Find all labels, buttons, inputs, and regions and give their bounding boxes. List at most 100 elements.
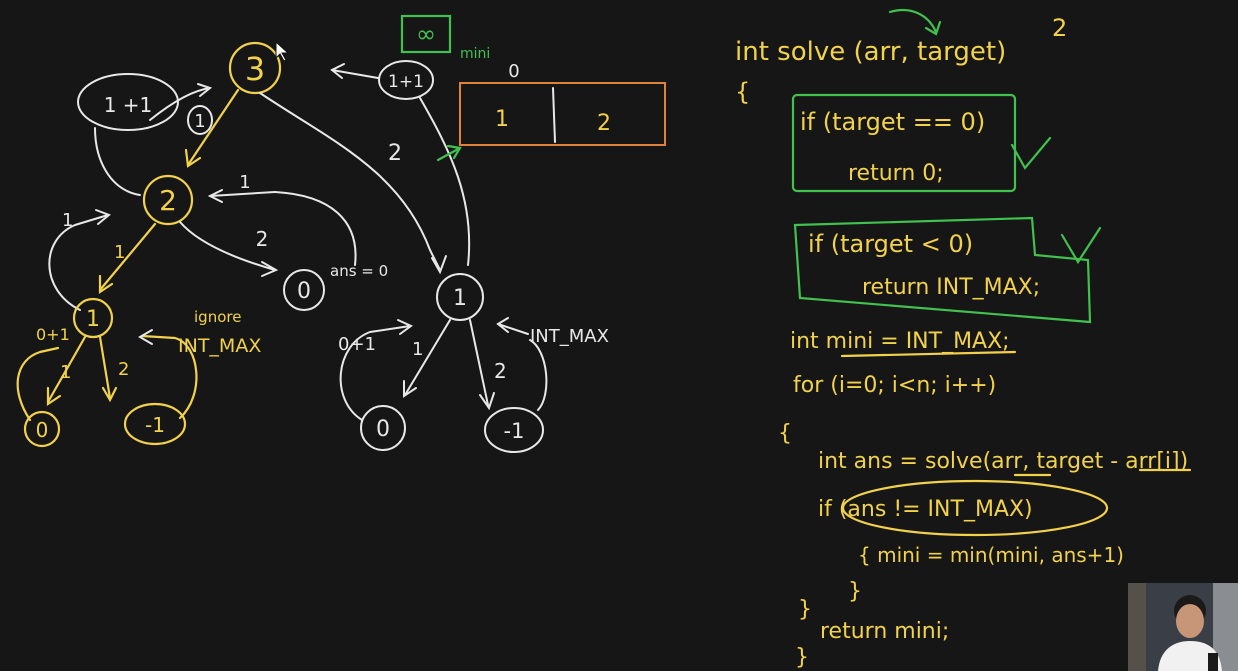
root-node-circle xyxy=(228,41,282,95)
node1-left-return-label: 1 xyxy=(62,210,73,231)
mini-underline xyxy=(840,350,1017,358)
top-right-arrow-to-root xyxy=(331,69,379,79)
base-case1-box xyxy=(791,93,1017,193)
code-line-if-ans: if (ans != INT_MAX) xyxy=(818,497,1033,522)
leafm1-left-circle xyxy=(123,402,187,446)
code-line-close-inner: } xyxy=(848,579,862,604)
leaf0-right-return-head xyxy=(397,319,413,335)
top-right-ellipse xyxy=(378,60,434,100)
node2-back-arrow-head xyxy=(207,189,223,203)
leafm1-right-circle xyxy=(484,407,544,453)
zero-mid-label: 0 xyxy=(297,279,311,304)
edge-node1l-leafm1 xyxy=(98,335,112,400)
loop-curve-to-node2 xyxy=(94,127,141,196)
top-right-curve-down xyxy=(419,97,471,266)
loop-label: 1 +1 xyxy=(104,93,153,117)
code-line-if-target-zero: if (target == 0) xyxy=(800,108,985,136)
edge-node1l-leafm1-label: 2 xyxy=(118,359,129,380)
presenter-webcam xyxy=(1128,583,1238,671)
edge-root-node1-right xyxy=(259,92,441,271)
edge-node1l-leaf0 xyxy=(46,335,87,404)
zero-above-box: 0 xyxy=(508,61,519,82)
int-max-note-right: INT_MAX xyxy=(530,326,609,347)
top-right-arrow-head xyxy=(330,63,345,79)
dp-box-divider xyxy=(552,87,556,143)
green-annotation-arrow-head xyxy=(924,20,942,36)
infinity-label: ∞ xyxy=(416,20,436,48)
node2-return-curve xyxy=(274,191,357,266)
check-mark-2 xyxy=(1060,226,1102,265)
leafm1-left-return xyxy=(140,334,198,420)
dp-pointer-arrow-head xyxy=(446,144,462,160)
dp-box xyxy=(459,82,666,146)
int-max-note-left: INT_MAX xyxy=(178,335,261,357)
base-case2-box xyxy=(793,216,1092,324)
mini-label: mini xyxy=(460,46,490,62)
node2-label: 2 xyxy=(159,184,177,217)
dp-cell-2: 2 xyxy=(597,111,611,136)
edge-node2-node1-left-head xyxy=(98,274,114,295)
edge-node2-zero-label: 2 xyxy=(256,227,269,251)
edge-node1r-leafm1 xyxy=(469,319,489,406)
dp-array: ∞ mini 0 1 2 xyxy=(400,14,666,162)
zero-plus-one-right: 0+1 xyxy=(338,334,376,355)
zero-mid-circle xyxy=(283,269,325,311)
dp-pointer-arrow xyxy=(436,146,462,162)
code-line-open-brace: { xyxy=(735,78,750,106)
edge-node1r-leaf0-label: 1 xyxy=(412,339,423,360)
zero-plus-one-left: 0+1 xyxy=(36,325,70,344)
leafm1-left-return-head xyxy=(138,329,153,345)
recursion-tree: 3 1 +1 1 2 2 1 2 0 ans = 0 1 xyxy=(16,40,609,453)
leaf0-right-return xyxy=(339,325,411,421)
dp-cell-1: 1 xyxy=(495,107,509,132)
edge-node1l-leaf0-label: 1 xyxy=(60,362,71,383)
code-line-if-target-neg: if (target < 0) xyxy=(808,230,973,258)
node1-right-circle xyxy=(436,273,484,321)
infinity-box xyxy=(400,14,452,54)
node2-circle xyxy=(142,174,194,226)
edge-root-right-label: 2 xyxy=(388,141,402,166)
leafm1-left-label: -1 xyxy=(145,413,165,437)
edge-node2-node1-left xyxy=(98,222,157,292)
node1-right-label: 1 xyxy=(453,286,467,311)
loop-arrow-head xyxy=(197,83,213,97)
edge-root-label: 1 xyxy=(194,111,205,132)
edge-node2-zero-head xyxy=(261,261,279,277)
root-node-label: 3 xyxy=(245,50,265,88)
code-line-close-fn: } xyxy=(795,645,809,670)
node2-back-label: 1 xyxy=(239,172,250,193)
int-max-right-arrow xyxy=(529,339,548,411)
code-line-close-for: } xyxy=(798,597,812,622)
green-annotation-arrow xyxy=(888,8,938,34)
edge-node2-zero xyxy=(179,221,276,271)
condition-ellipse xyxy=(841,479,1109,537)
ans-zero-note: ans = 0 xyxy=(330,262,388,280)
edge-root-node1-right-head xyxy=(431,255,447,275)
edge-node1r-leafm1-label: 2 xyxy=(494,359,507,383)
code-block: 2 int solve (arr, target) { if (target =… xyxy=(735,8,1192,670)
edge-node1r-leaf0-head xyxy=(403,380,417,398)
ignore-note: ignore xyxy=(194,308,241,326)
leaf0-right-label: 0 xyxy=(376,417,390,442)
node1-left-return-curve xyxy=(48,214,109,311)
leaf0-left-circle xyxy=(23,410,61,448)
node1-left-circle xyxy=(72,297,114,339)
code-line-mini-decl: int mini = INT_MAX; xyxy=(790,329,1010,354)
code-line-return-int-max: return INT_MAX; xyxy=(862,275,1040,300)
node2-back-arrow xyxy=(209,191,276,197)
code-superscript-2: 2 xyxy=(1052,14,1067,42)
edge-root-node2 xyxy=(186,88,240,167)
code-line-signature: int solve (arr, target) xyxy=(735,37,1006,67)
leaf0-left-return xyxy=(16,346,60,422)
leaf0-right-circle xyxy=(360,405,406,451)
leafm1-right-label: -1 xyxy=(504,419,525,443)
loop-arrow-to-root xyxy=(149,87,211,121)
presenter-avatar-icon xyxy=(1128,583,1238,671)
node1-left-return-head xyxy=(95,209,111,225)
check-mark-1 xyxy=(1010,136,1052,170)
code-line-ans-call: int ans = solve(arr, target - arr[i]) xyxy=(818,449,1188,474)
edge-root-node2-head xyxy=(184,148,202,168)
edge-node1r-leaf0 xyxy=(404,319,451,396)
code-line-return-mini: return mini; xyxy=(820,619,949,644)
